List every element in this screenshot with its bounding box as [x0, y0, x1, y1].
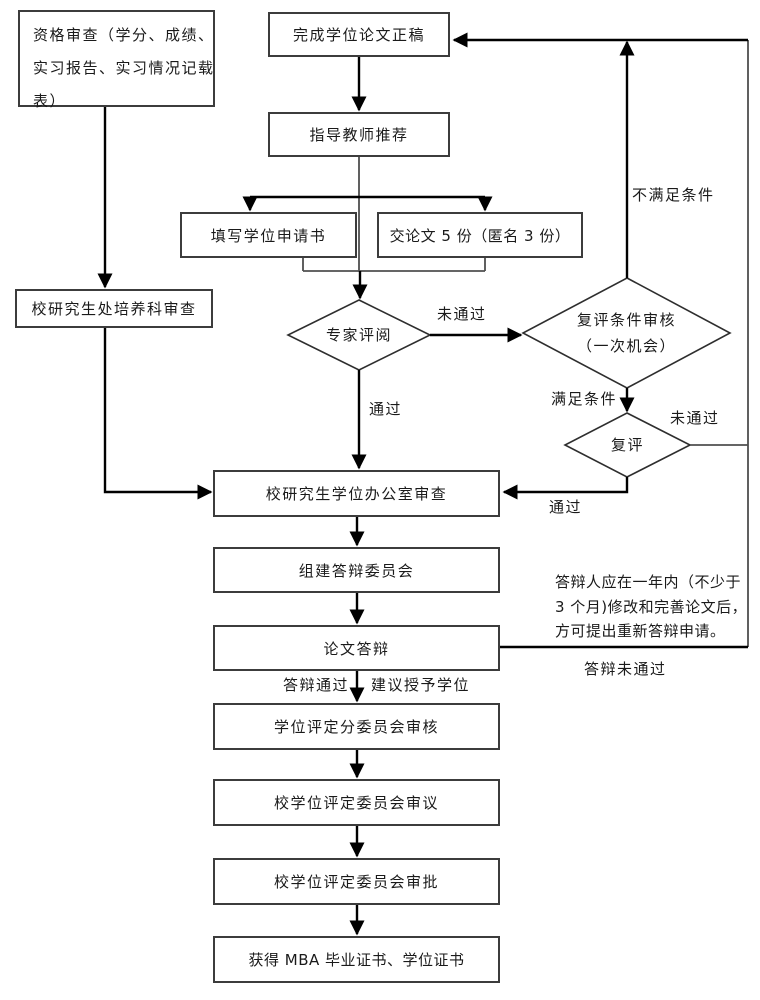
- edge-label-condition-pass: 满足条件: [551, 390, 618, 408]
- node-univ-committee-deliberate: 校学位评定委员会审议: [213, 779, 500, 826]
- node-qualification-review: 资格审查（学分、成绩、 实习报告、实习情况记载 表）: [18, 10, 215, 110]
- decision-expert-review: 专家评阅: [289, 320, 429, 350]
- node-submit-copies: 交论文 5 份（匿名 3 份）: [377, 212, 583, 258]
- node-qualification-review-line3: 表）: [33, 92, 67, 110]
- decision-recheck: 复评: [565, 430, 690, 460]
- node-certificates: 获得 MBA 毕业证书、学位证书: [213, 936, 500, 983]
- edge-label-defense-pass: 答辩通过: [283, 676, 350, 694]
- node-thesis-defense-label: 论文答辩: [323, 639, 390, 658]
- arrow-recheck-pass-to-office: [502, 477, 629, 500]
- node-cultivation-review: 校研究生处培养科审查: [15, 289, 213, 328]
- node-final-draft-label: 完成学位论文正稿: [292, 26, 425, 44]
- decision-recheck-label: 复评: [610, 436, 644, 454]
- node-univ-committee-approve-label: 校学位评定委员会审批: [273, 873, 439, 891]
- node-application-form: 填写学位申请书: [180, 212, 357, 258]
- node-application-form-label: 填写学位申请书: [210, 226, 327, 245]
- decision-recheck-condition-line1: 复评条件审核: [576, 311, 676, 329]
- arrow-cultivation-to-degree-office: [103, 328, 213, 500]
- redefense-note-line1: 答辩人应在一年内（不少于: [555, 573, 742, 591]
- node-univ-committee-approve: 校学位评定委员会审批: [213, 858, 500, 905]
- node-advisor-recommend-label: 指导教师推荐: [309, 126, 409, 144]
- node-qualification-review-line2: 实习报告、实习情况记载: [33, 59, 215, 77]
- node-cultivation-review-label: 校研究生处培养科审查: [31, 300, 197, 318]
- node-sub-committee-review-label: 学位评定分委员会审核: [273, 718, 439, 736]
- node-advisor-recommend: 指导教师推荐: [268, 112, 450, 157]
- edge-label-expert-fail: 未通过: [437, 305, 487, 323]
- edge-label-suggest-degree: 建议授予学位: [371, 676, 471, 694]
- edge-label-condition-fail: 不满足条件: [632, 186, 715, 204]
- node-thesis-defense: 论文答辩: [213, 625, 500, 671]
- node-sub-committee-review: 学位评定分委员会审核: [213, 703, 500, 750]
- node-defense-committee: 组建答辩委员会: [213, 547, 500, 593]
- redefense-note-line3: 方可提出重新答辩申请。: [555, 622, 726, 640]
- node-defense-committee-label: 组建答辩委员会: [298, 561, 415, 580]
- node-qualification-review-line1: 资格审查（学分、成绩、: [33, 26, 215, 44]
- decision-expert-review-label: 专家评阅: [325, 326, 392, 344]
- edge-label-recheck-pass: 通过: [549, 498, 583, 516]
- redefense-note-line2: 3 个月)修改和完善论文后，: [555, 597, 748, 616]
- node-degree-office-review: 校研究生学位办公室审查: [213, 470, 500, 517]
- edge-label-defense-fail: 答辩未通过: [584, 660, 667, 678]
- node-univ-committee-deliberate-label: 校学位评定委员会审议: [273, 794, 439, 812]
- decision-recheck-condition: 复评条件审核 （一次机会）: [523, 306, 730, 360]
- redefense-note: 答辩人应在一年内（不少于 3 个月)修改和完善论文后， 方可提出重新答辩申请。: [555, 570, 755, 644]
- node-submit-copies-label: 交论文 5 份（匿名 3 份）: [389, 226, 571, 245]
- node-degree-office-review-label: 校研究生学位办公室审查: [265, 485, 448, 503]
- edge-label-expert-pass: 通过: [369, 400, 403, 418]
- edge-label-recheck-fail: 未通过: [670, 409, 720, 427]
- node-final-draft: 完成学位论文正稿: [268, 12, 450, 57]
- node-certificates-label: 获得 MBA 毕业证书、学位证书: [248, 951, 465, 969]
- decision-recheck-condition-line2: （一次机会）: [576, 337, 676, 355]
